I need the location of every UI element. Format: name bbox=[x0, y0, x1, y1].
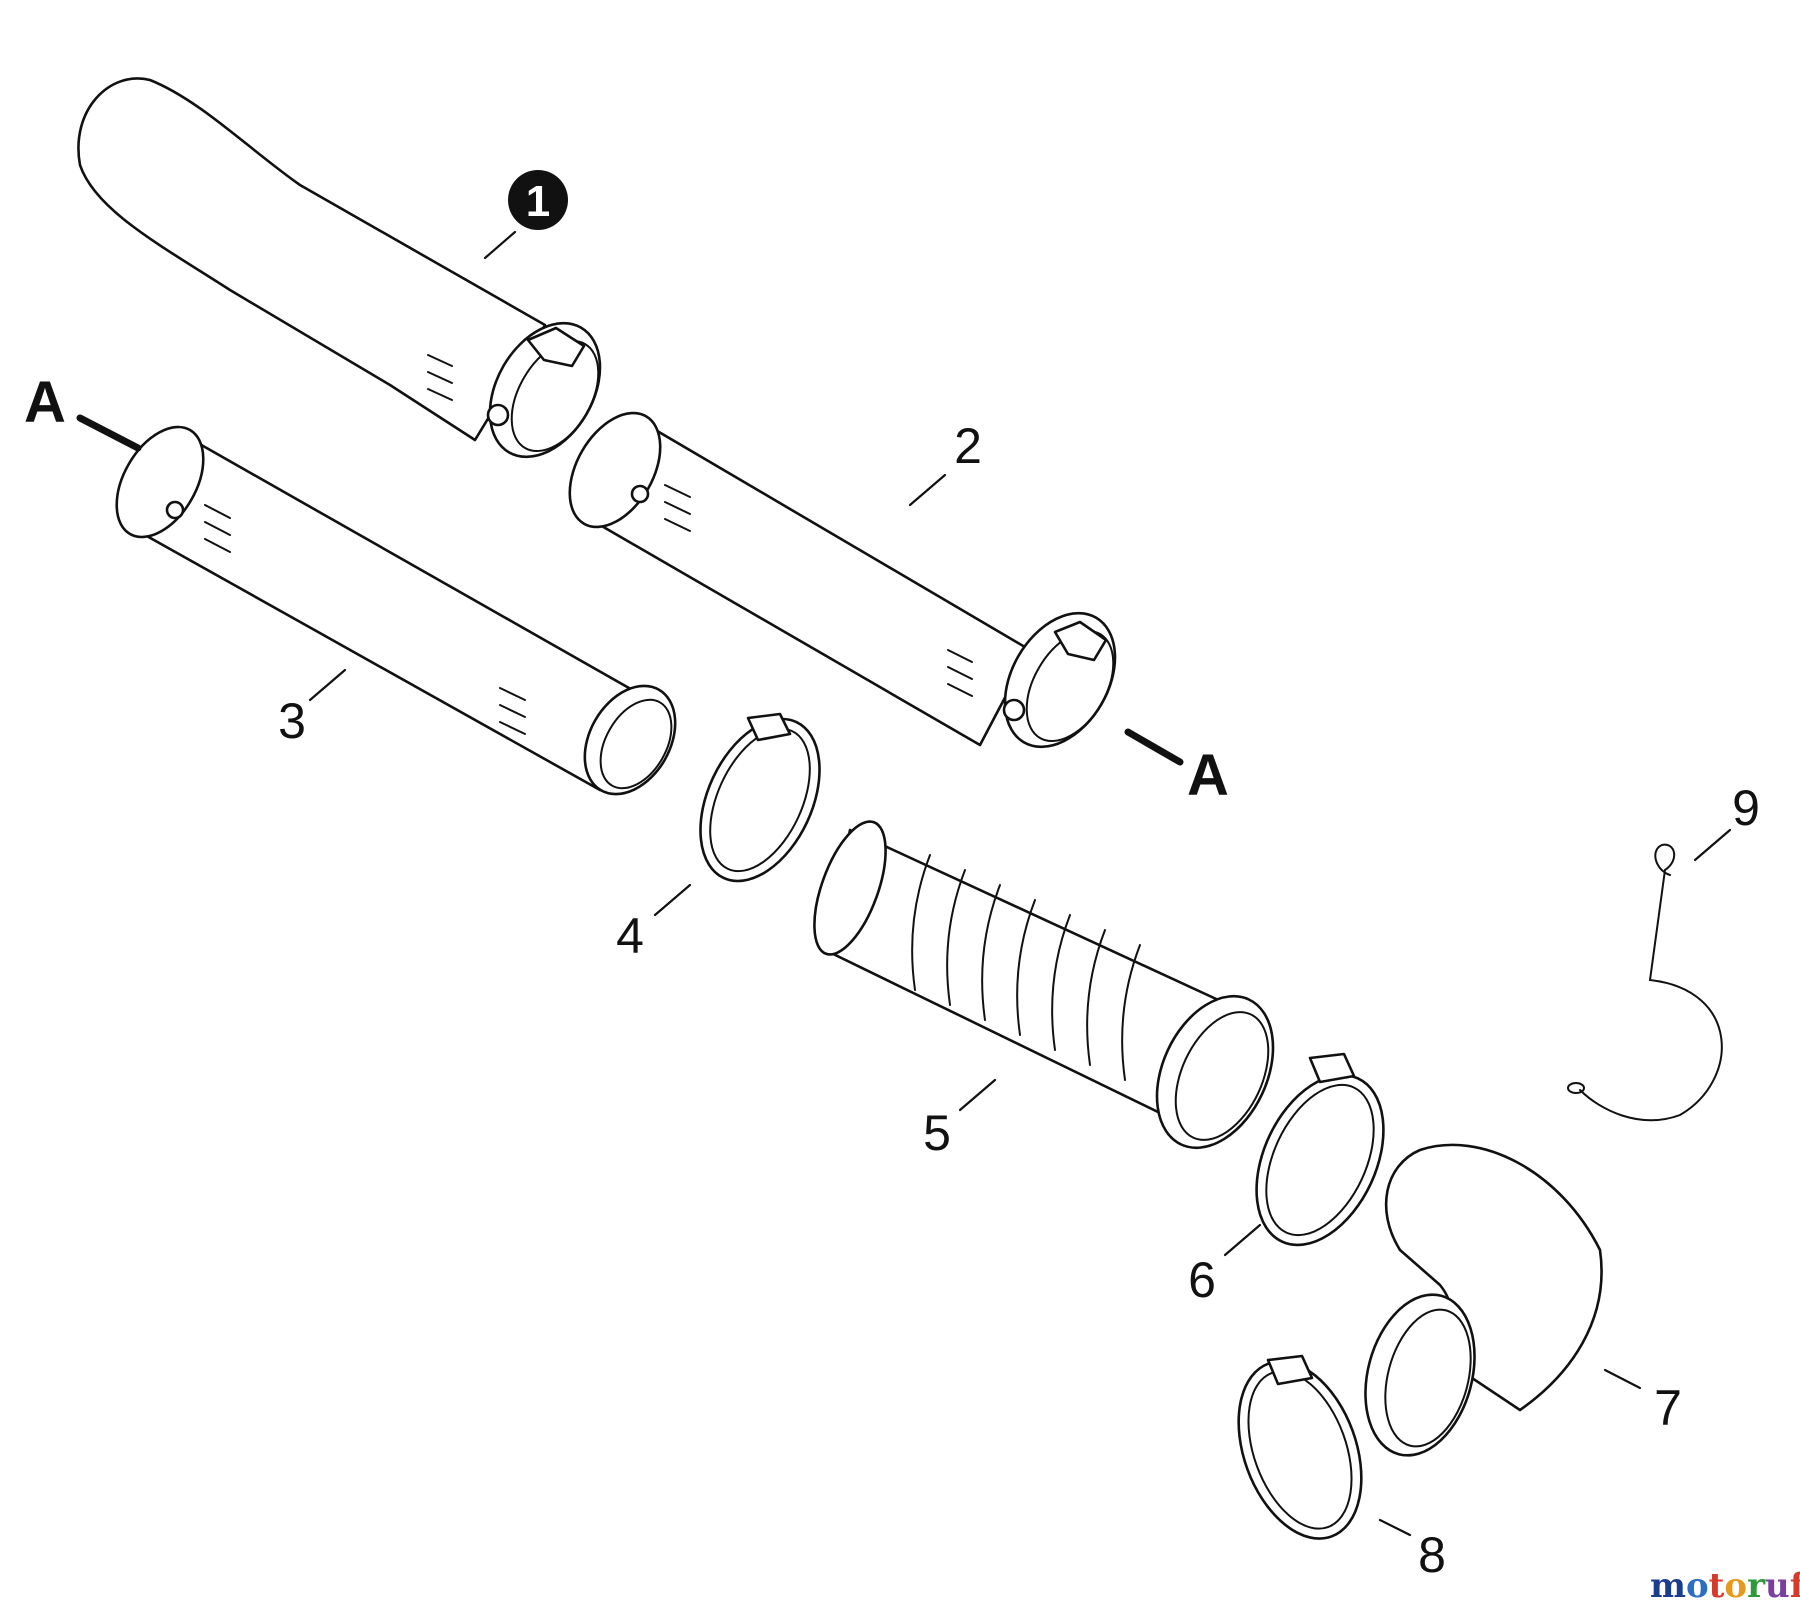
callout-4: 4 bbox=[616, 908, 644, 964]
part-9-wire-retainer bbox=[1567, 843, 1723, 1122]
callout-5: 5 bbox=[923, 1105, 951, 1161]
callout-8: 8 bbox=[1418, 1527, 1446, 1583]
watermark-letter: o bbox=[1686, 1566, 1709, 1606]
connection-mark-left: A bbox=[24, 370, 66, 435]
watermark-letter: m bbox=[1650, 1566, 1686, 1606]
watermark-letter: u bbox=[1765, 1566, 1790, 1606]
callout-6: 6 bbox=[1188, 1252, 1216, 1308]
part-6-hose-clamp bbox=[1255, 1052, 1385, 1247]
part-2-middle-tube bbox=[568, 411, 1117, 749]
callout-badge-1-label: 1 bbox=[526, 177, 550, 226]
watermark-letter: r bbox=[1747, 1566, 1766, 1606]
watermark-letter: f bbox=[1790, 1566, 1800, 1606]
callout-7: 7 bbox=[1654, 1380, 1682, 1436]
part-5-flex-hose bbox=[813, 820, 1275, 1150]
callout-2: 2 bbox=[954, 418, 982, 474]
part-4-hose-clamp bbox=[699, 712, 821, 883]
watermark-letter: t bbox=[1709, 1566, 1725, 1606]
watermark-letter: o bbox=[1724, 1566, 1747, 1606]
part-1-curved-tube bbox=[77, 77, 602, 459]
callout-badge-1: 1 bbox=[508, 170, 568, 230]
watermark-logo: motoruf.de bbox=[1650, 1566, 1800, 1606]
part-7-elbow bbox=[1364, 1143, 1603, 1457]
connection-mark-right: A bbox=[1187, 743, 1229, 808]
callout-9: 9 bbox=[1732, 780, 1760, 836]
part-8-hose-clamp bbox=[1237, 1354, 1363, 1540]
part-3-lower-tube bbox=[115, 425, 677, 796]
leader-lines bbox=[76, 230, 1732, 1537]
callout-3: 3 bbox=[278, 693, 306, 749]
watermark-letters: motoruf bbox=[1650, 1566, 1800, 1606]
